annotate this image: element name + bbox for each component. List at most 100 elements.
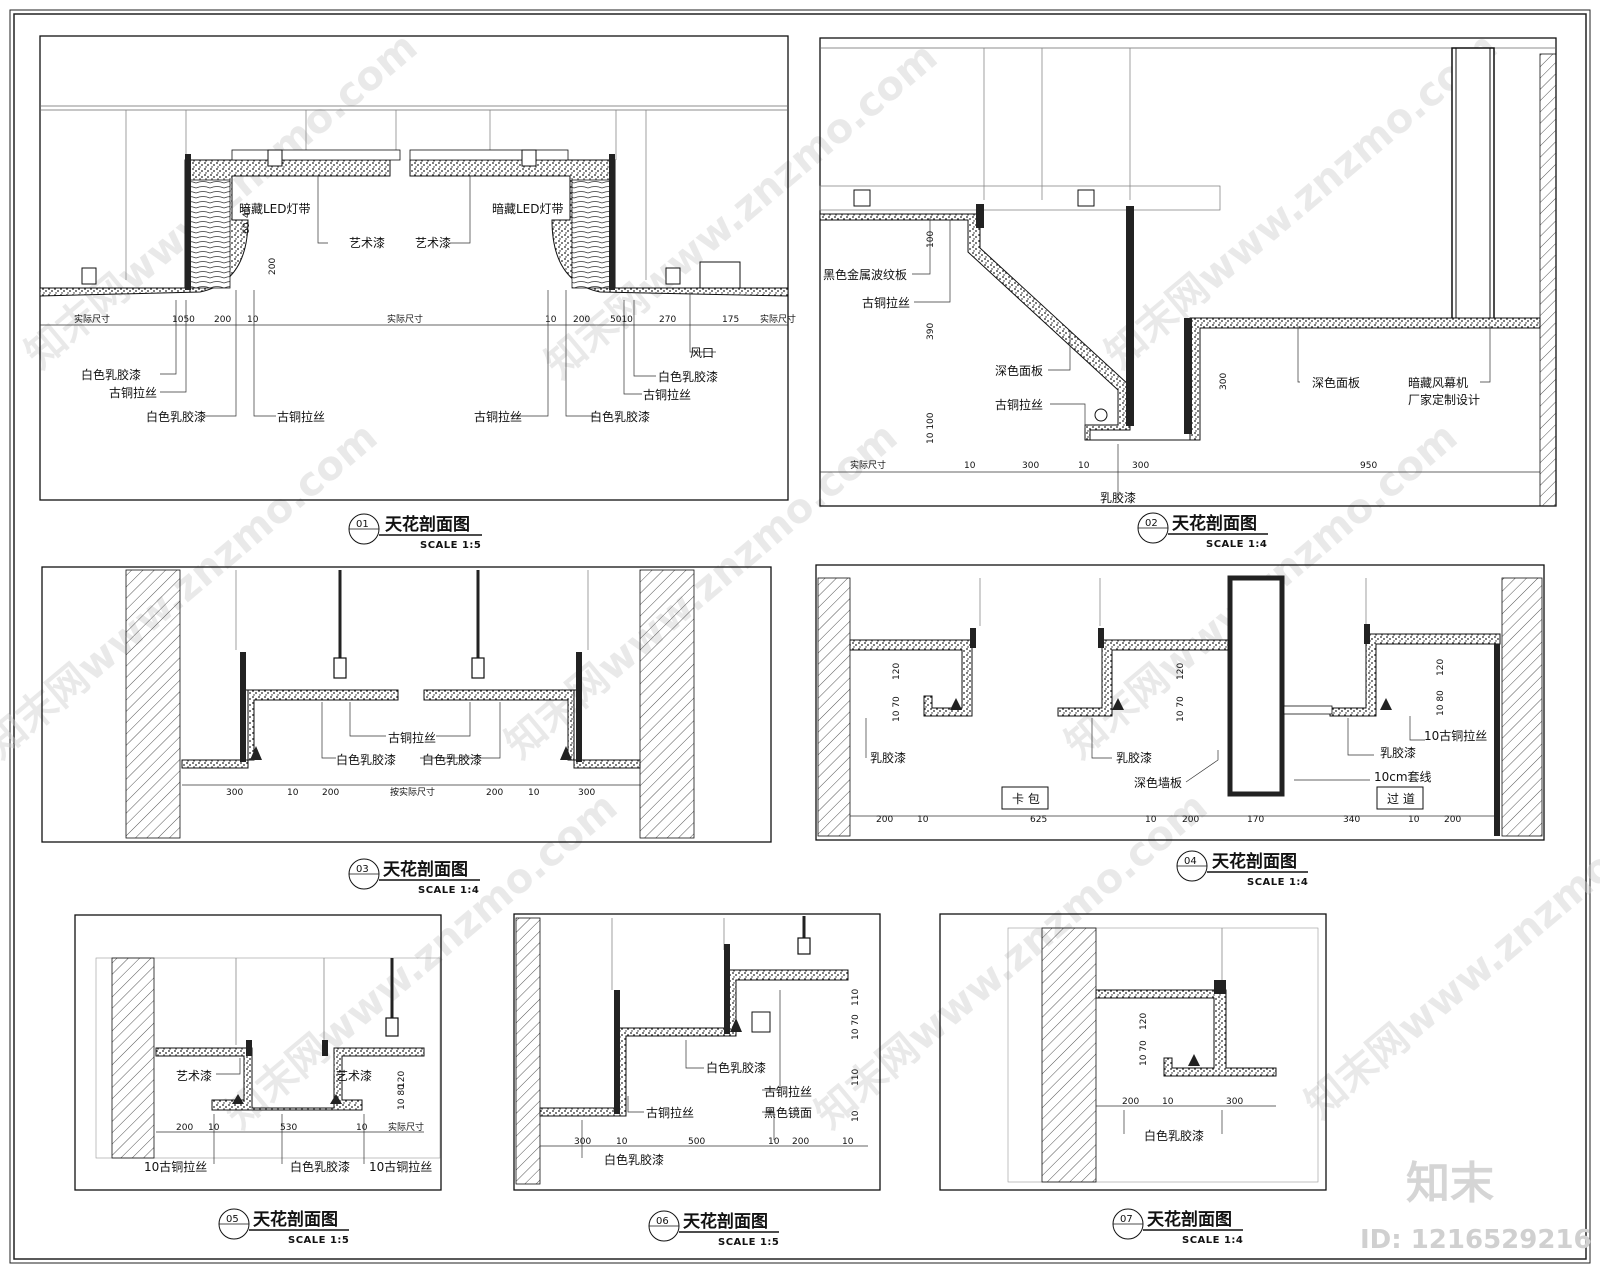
section-number: 03 [356, 864, 369, 875]
annotation-label: 厂家定制设计 [1408, 392, 1480, 407]
annotation-label: 风口 [690, 346, 714, 360]
dimension-label: 340 [1343, 815, 1360, 825]
section-scale: SCALE 1:5 [420, 540, 481, 551]
viewport-frame [939, 913, 1327, 1191]
section-title-text: 天花剖面图 [253, 1209, 338, 1230]
annotation-label: 白色乳胶漆 [336, 752, 396, 767]
section-title: 07 天花剖面图 SCALE 1:4 [1112, 1208, 1243, 1246]
annotation-label: 白色乳胶漆 [604, 1152, 664, 1167]
dimension-label: 10 [964, 461, 976, 471]
annotation-label: 艺术漆 [415, 236, 451, 250]
dimension-label: 200 [176, 1123, 193, 1133]
sheet-frame-inner [13, 13, 1587, 1260]
section-title-text: 天花剖面图 [385, 514, 470, 535]
dimension-label: 按实际尺寸 [390, 786, 435, 798]
dimension-label: 10 [1162, 1097, 1174, 1107]
watermark-text: 知末网www.znzmo.com [0, 414, 386, 768]
dimension-label: 10 [287, 788, 299, 798]
dimension-label: 200 [1182, 815, 1199, 825]
annotation-label: 暗藏LED灯带 [492, 201, 564, 216]
viewport-frame [815, 564, 1545, 841]
dimension-label: 200 [876, 815, 893, 825]
dimension-label: 10 70 [851, 1014, 861, 1040]
section-title-text: 天花剖面图 [683, 1211, 768, 1232]
dimension-label: 实际尺寸 [760, 313, 796, 325]
dimension-label: 10 80 [1436, 690, 1446, 716]
dimension-label: 175 [722, 315, 739, 325]
section-title: 05 天花剖面图 SCALE 1:5 [218, 1208, 349, 1246]
image-id-watermark: ID: 1216529216 [1360, 1225, 1592, 1255]
dimension-label: 300 [1219, 373, 1229, 390]
sheet-frame-outer [9, 9, 1591, 1264]
section-03: 300 10 200 按实际尺寸 200 10 300 古铜拉丝 白色乳胶漆 白… [41, 566, 772, 896]
section-06: 300 10 500 10 200 10 110 10 70 110 10 白色… [513, 913, 881, 1248]
section-02: 实际尺寸 10 300 10 300 950 100 390 10 100 30… [819, 37, 1557, 550]
section-number: 01 [356, 519, 369, 530]
dimension-label: 120 [1176, 663, 1186, 680]
annotation-label: 白色乳胶漆 [146, 409, 206, 424]
annotation-label: 暗藏风幕机 [1408, 375, 1468, 390]
dimension-label: 1050 [172, 315, 195, 325]
annotation-label: 深色墙板 [1134, 776, 1182, 790]
dimension-label: 10 [1145, 815, 1157, 825]
dimension-label: 200 [792, 1137, 809, 1147]
annotation-label: 古铜拉丝 [388, 730, 436, 745]
annotation-label: 乳胶漆 [1380, 745, 1416, 760]
dimension-label: 10 70 [892, 696, 902, 722]
dimension-label: 200 [214, 315, 231, 325]
dimension-label: 950 [1360, 461, 1377, 471]
dimension-label: 实际尺寸 [388, 1121, 424, 1133]
section-title-text: 天花剖面图 [1147, 1209, 1232, 1230]
section-number: 02 [1145, 518, 1158, 529]
annotation-label: 10古铜拉丝 [1424, 728, 1487, 743]
annotation-label: 深色面板 [1312, 376, 1360, 390]
dimension-label: 120 [397, 1071, 407, 1088]
dimension-label: 实际尺寸 [387, 313, 423, 325]
section-title: 02 天花剖面图 SCALE 1:4 [1137, 512, 1268, 550]
dimension-label: 10 100 [926, 412, 936, 444]
dimension-label: 270 [659, 315, 676, 325]
dimension-label: 300 [1022, 461, 1039, 471]
dimension-label: 实际尺寸 [74, 313, 110, 325]
dimension-label: 300 [226, 788, 243, 798]
annotation-label: 白色乳胶漆 [81, 367, 141, 382]
ceiling-profile [1095, 989, 1277, 1077]
watermark-text: 知末网www.znzmo.com [217, 784, 626, 1138]
annotation-label: 古铜拉丝 [277, 409, 325, 424]
dimension-label: 170 [1247, 815, 1264, 825]
dimension-label: 120 [1139, 1013, 1149, 1030]
dimension-label: 10 [356, 1123, 368, 1133]
dimension-label: 10 [616, 1137, 628, 1147]
annotation-label: 古铜拉丝 [109, 385, 157, 400]
annotation-label: 古铜拉丝 [764, 1084, 812, 1099]
annotation-label: 10古铜拉丝 [369, 1159, 432, 1174]
dimension-label: 10 [917, 815, 929, 825]
section-title: 04 天花剖面图 SCALE 1:4 [1176, 850, 1308, 888]
dimension-label: 200 [573, 315, 590, 325]
annotation-label: 艺术漆 [176, 1069, 212, 1083]
dimension-label: 200 [486, 788, 503, 798]
dimension-label: 10 70 [1139, 1040, 1149, 1066]
dimension-label: 110 [851, 989, 861, 1006]
annotation-label: 古铜拉丝 [862, 295, 910, 310]
dimension-label: 200 [1122, 1097, 1139, 1107]
viewport-frame [41, 566, 772, 843]
section-04: 200 10 625 10 200 170 340 10 200 120 10 … [815, 564, 1545, 888]
annotation-label: 古铜拉丝 [474, 409, 522, 424]
section-number: 06 [656, 1216, 669, 1227]
room-label: 卡 包 [1012, 792, 1040, 806]
watermark-text: 知末网www.znzmo.com [807, 784, 1216, 1138]
viewport-frame [513, 913, 881, 1191]
dimension-label: 120 [1436, 659, 1446, 676]
annotation-label: 白色乳胶漆 [290, 1159, 350, 1174]
section-05: 200 10 530 10 实际尺寸 120 10 80 艺术漆 艺术漆 10古… [74, 914, 442, 1246]
ceiling-profile [181, 689, 399, 769]
dimension-label: 625 [1030, 815, 1047, 825]
dimension-label: 300 [578, 788, 595, 798]
annotation-label: 古铜拉丝 [995, 397, 1043, 412]
annotation-label: 古铜拉丝 [643, 387, 691, 402]
section-scale: SCALE 1:5 [718, 1237, 779, 1248]
section-scale: SCALE 1:5 [288, 1235, 349, 1246]
section-title: 01 天花剖面图 SCALE 1:5 [348, 513, 482, 551]
